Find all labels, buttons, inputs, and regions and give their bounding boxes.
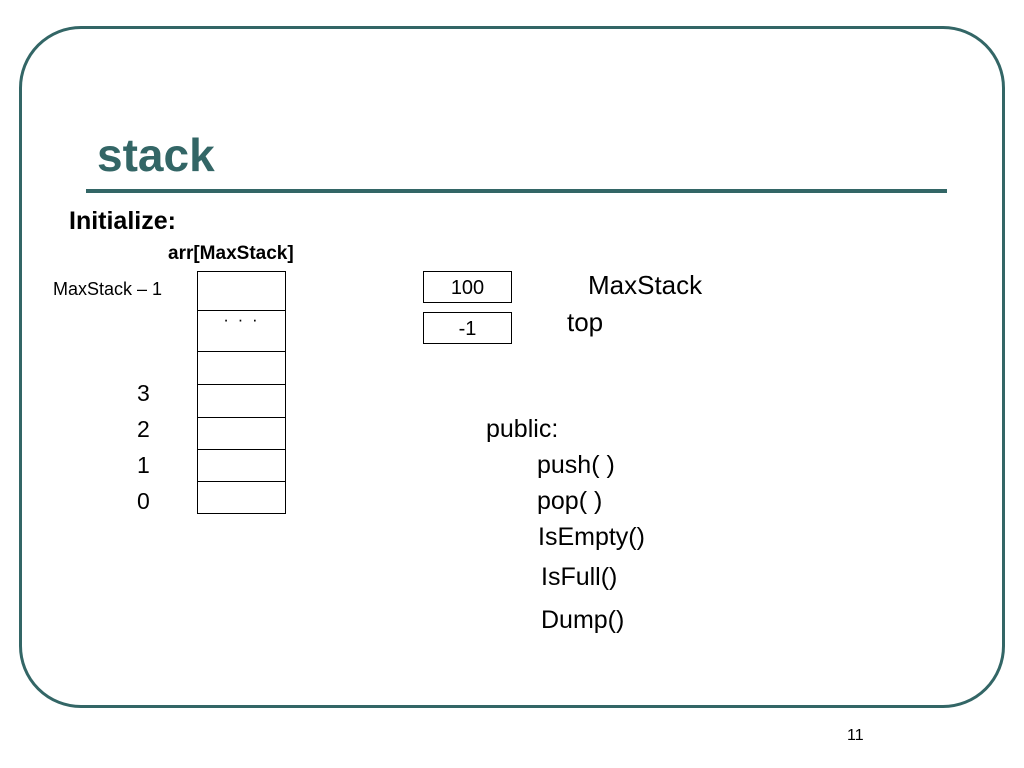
index-label-2: 2: [137, 416, 150, 442]
method-isempty: IsEmpty(): [538, 523, 645, 551]
index-label-0: 0: [137, 488, 150, 514]
array-cell-1: [197, 449, 286, 482]
slide-frame: [19, 26, 1005, 708]
index-label-max-minus-one: MaxStack – 1: [53, 279, 163, 299]
index-label-1: 1: [137, 452, 150, 478]
array-cell: [197, 351, 286, 385]
method-isfull: IsFull(): [541, 563, 618, 591]
index-label-3: 3: [137, 380, 150, 406]
array-cell-ellipsis: · · ·: [197, 310, 286, 352]
method-pop: pop( ): [537, 487, 603, 515]
public-label: public:: [486, 415, 559, 443]
array-cell-0: [197, 481, 286, 514]
maxstack-label: MaxStack: [588, 270, 703, 300]
method-push: push( ): [537, 451, 615, 479]
ellipsis-text: · · ·: [223, 310, 260, 329]
method-dump: Dump(): [541, 606, 625, 634]
slide-title: stack: [97, 129, 215, 181]
top-value-box: -1: [423, 312, 512, 344]
top-label: top: [567, 307, 604, 337]
initialize-heading: Initialize:: [69, 207, 176, 235]
page-number: 11: [847, 727, 864, 744]
title-underline: [86, 189, 947, 193]
array-cell-3: [197, 384, 286, 418]
array-cell-2: [197, 417, 286, 450]
maxstack-value-box: 100: [423, 271, 512, 303]
array-cell-top: [197, 271, 286, 311]
array-label: arr[MaxStack]: [168, 243, 294, 264]
